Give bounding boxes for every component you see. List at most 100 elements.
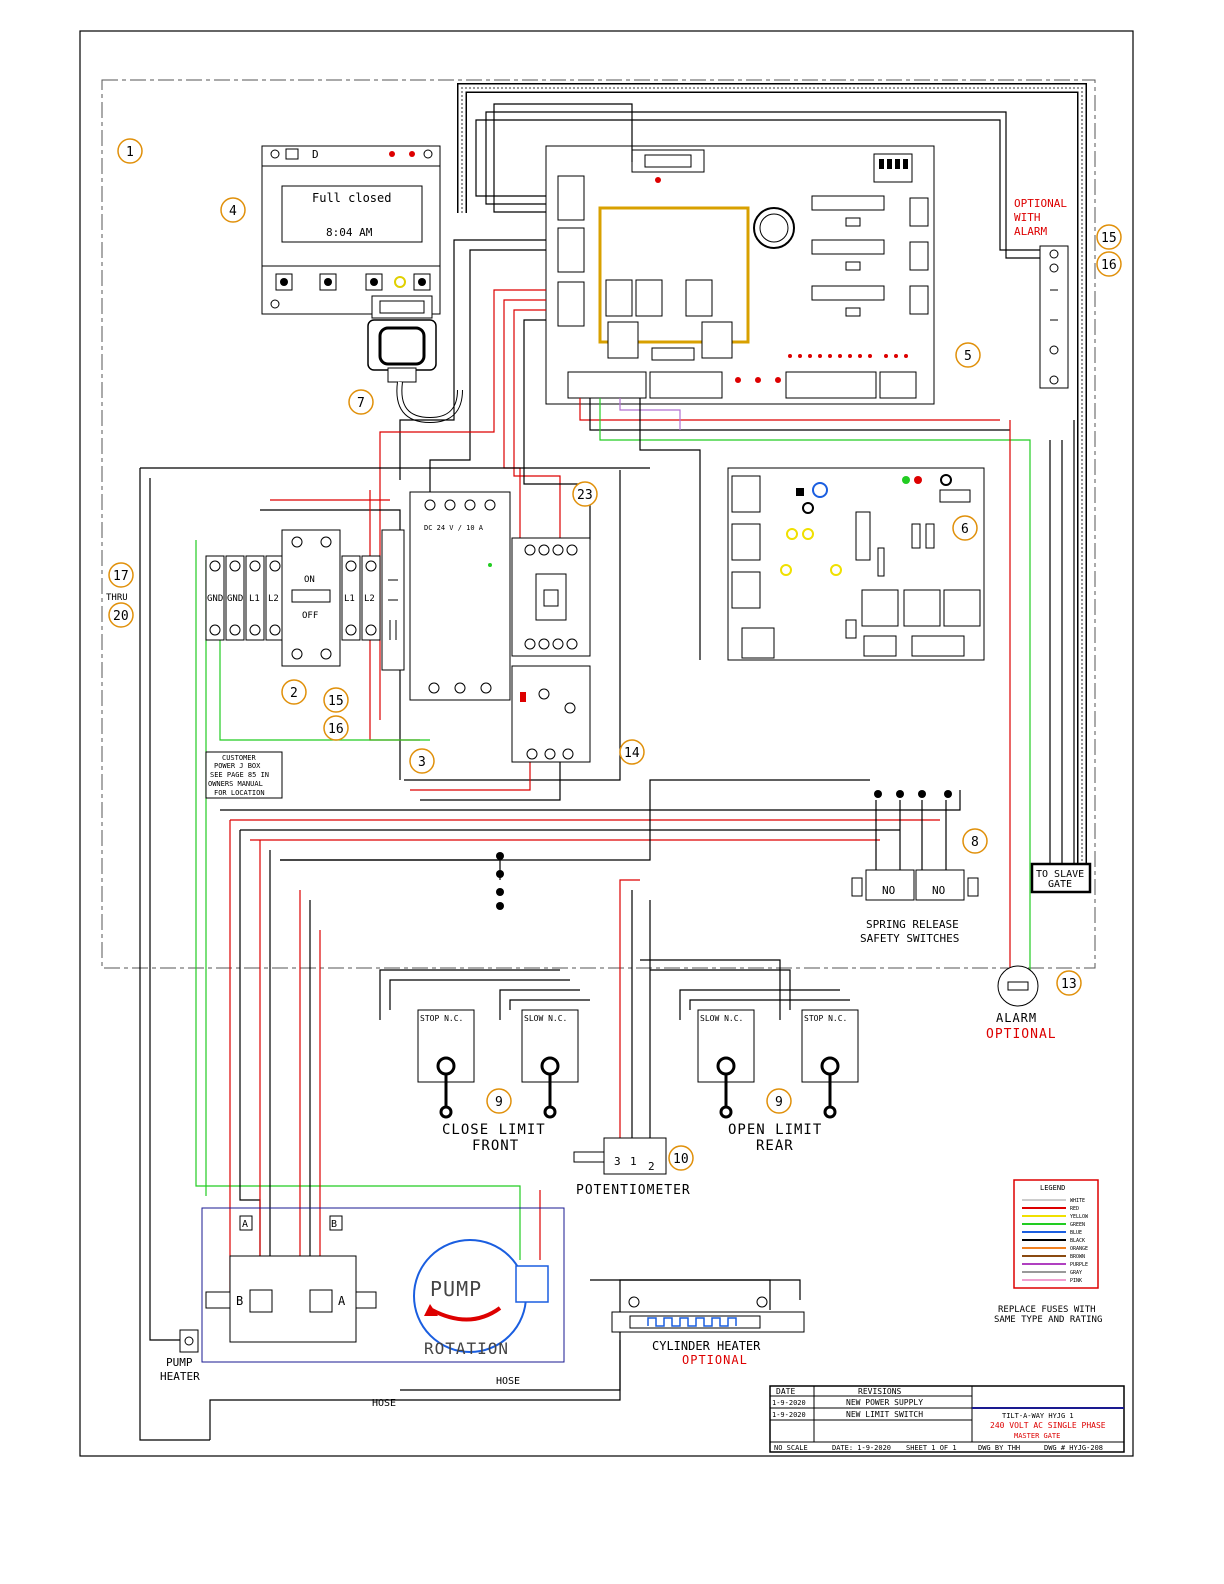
callout-23: 23 bbox=[572, 481, 598, 507]
callout-14: 14 bbox=[619, 739, 645, 765]
callout-6: 6 bbox=[952, 515, 978, 541]
close-limit-switches: STOP N.C. SLOW N.C. CLOSE LIMIT FRONT bbox=[417, 1009, 579, 1154]
callout-10: 10 bbox=[668, 1145, 694, 1171]
pump-label: PUMP bbox=[430, 1277, 482, 1301]
terminal-label-l2: L2 bbox=[268, 594, 279, 604]
open-limit-line1: OPEN LIMIT bbox=[728, 1122, 822, 1138]
alarm-siren: ALARM OPTIONAL bbox=[986, 965, 1056, 1042]
open-limit-switches: SLOW N.C. STOP N.C. OPEN LIMIT REAR bbox=[697, 1009, 859, 1154]
tb-rev2-text: NEW LIMIT SWITCH bbox=[846, 1410, 923, 1419]
tb-drawn-by: DWG BY THH bbox=[978, 1444, 1020, 1452]
pump-assembly: A B B A PUMP ROTATION PUMP HEATER HOSE H… bbox=[160, 1207, 565, 1409]
enclosure-outline bbox=[101, 79, 1096, 969]
callout-1: 1 bbox=[117, 138, 143, 164]
overload-relay[interactable] bbox=[511, 665, 591, 763]
svg-text:17: 17 bbox=[113, 569, 129, 584]
svg-text:8: 8 bbox=[971, 835, 979, 850]
legend-title: LEGEND bbox=[1040, 1184, 1065, 1192]
rotation-label: ROTATION bbox=[424, 1339, 509, 1358]
hose-label-1: HOSE bbox=[496, 1376, 520, 1387]
lcd-status-text: Full closed bbox=[312, 191, 391, 205]
svg-text:16: 16 bbox=[328, 722, 344, 737]
close-limit-line2: FRONT bbox=[472, 1138, 519, 1154]
svg-text:13: 13 bbox=[1061, 977, 1077, 992]
wire-color-legend: LEGEND WHITE RED YELLOW GREEN BLUE BLACK ORANG… bbox=[1013, 1179, 1099, 1289]
cylinder-heater-optional: OPTIONAL bbox=[682, 1353, 748, 1367]
open-stop-label: STOP N.C. bbox=[804, 1014, 847, 1023]
alarm-fuse-holder bbox=[1039, 245, 1069, 389]
controller-buttons[interactable] bbox=[275, 273, 431, 291]
pot-pin-1: 1 bbox=[630, 1155, 637, 1168]
db9-cable-connector bbox=[367, 295, 463, 424]
svg-text:16: 16 bbox=[1101, 258, 1117, 273]
junction-dots bbox=[496, 790, 952, 910]
svg-text:6: 6 bbox=[961, 522, 969, 537]
lcd-screen bbox=[281, 185, 423, 243]
replace-fuses-line1: REPLACE FUSES WITH bbox=[998, 1305, 1096, 1315]
potentiometer: 3 1 2 POTENTIOMETER bbox=[573, 1137, 690, 1198]
legend-label-brown: BROWN bbox=[1070, 1254, 1085, 1260]
spring-release-switches: NO NO SPRING RELEASE SAFETY SWITCHES bbox=[851, 869, 979, 945]
terminal-label-l2b: L2 bbox=[364, 594, 375, 604]
pump-heater-line2: HEATER bbox=[160, 1370, 200, 1383]
close-stop-label: STOP N.C. bbox=[420, 1014, 463, 1023]
cylinder-heater: CYLINDER HEATER OPTIONAL bbox=[611, 1296, 805, 1367]
svg-text:4: 4 bbox=[229, 204, 237, 219]
terminal-label-gnd2: GND bbox=[227, 594, 243, 604]
legend-label-blue: BLUE bbox=[1070, 1230, 1082, 1236]
callout-9a: 9 bbox=[486, 1088, 512, 1114]
callout-15: 15 bbox=[323, 687, 349, 713]
tb-rev2-date: 1-9-2020 bbox=[772, 1411, 806, 1419]
to-slave-gate-box: TO SLAVE GATE bbox=[1030, 862, 1092, 894]
legend-label-white: WHITE bbox=[1070, 1198, 1085, 1204]
terminal-label-l1: L1 bbox=[249, 594, 260, 604]
motor-contactor bbox=[511, 537, 591, 657]
sheet-border bbox=[79, 30, 1134, 1457]
svg-text:3: 3 bbox=[418, 755, 426, 770]
callout-7: 7 bbox=[348, 389, 374, 415]
svg-text:7: 7 bbox=[357, 396, 365, 411]
replace-fuses-line2: SAME TYPE AND RATING bbox=[994, 1315, 1102, 1325]
valve-port-b-top: B bbox=[331, 1219, 337, 1230]
callout-5: 5 bbox=[955, 342, 981, 368]
legend-label-red: RED bbox=[1070, 1206, 1079, 1212]
legend-label-green: GREEN bbox=[1070, 1222, 1085, 1228]
svg-text:23: 23 bbox=[577, 488, 593, 503]
thru-label: THRU bbox=[106, 593, 128, 603]
main-control-board bbox=[545, 145, 935, 405]
open-slow-label: SLOW N.C. bbox=[700, 1014, 743, 1023]
cylinder-heater-label: CYLINDER HEATER bbox=[652, 1339, 761, 1353]
tb-dwg-no: DWG # HYJG-208 bbox=[1044, 1444, 1103, 1452]
panel-letter: D bbox=[312, 148, 319, 161]
callout-8: 8 bbox=[962, 828, 988, 854]
pump-heater-line1: PUMP bbox=[166, 1356, 193, 1369]
legend-label-gray: GRAY bbox=[1070, 1270, 1082, 1276]
optional-with-alarm-line3: ALARM bbox=[1014, 225, 1047, 238]
tb-date-header: DATE bbox=[776, 1387, 795, 1396]
main-breaker[interactable]: ON OFF bbox=[281, 529, 341, 667]
processor-module bbox=[598, 206, 750, 344]
tb-date: DATE: 1-9-2020 bbox=[832, 1444, 891, 1452]
legend-label-black: BLACK bbox=[1070, 1238, 1085, 1244]
limit-control-board bbox=[727, 467, 985, 661]
svg-text:14: 14 bbox=[624, 746, 640, 761]
customer-box-line1: CUSTOMER bbox=[222, 754, 257, 762]
svg-text:9: 9 bbox=[775, 1095, 783, 1110]
legend-label-orange: ORANGE bbox=[1070, 1246, 1088, 1252]
svg-text:10: 10 bbox=[673, 1152, 689, 1167]
lcd-time-text: 8:04 AM bbox=[326, 226, 373, 239]
breaker-on-label: ON bbox=[304, 575, 315, 585]
breaker-off-label: OFF bbox=[302, 611, 318, 621]
svg-text:1: 1 bbox=[126, 145, 134, 160]
switch-no-left: NO bbox=[882, 884, 895, 897]
legend-label-yellow: YELLOW bbox=[1070, 1214, 1089, 1220]
tb-sheet: SHEET 1 OF 1 bbox=[906, 1444, 957, 1452]
to-slave-gate-line2: GATE bbox=[1048, 879, 1072, 890]
switch-no-right: NO bbox=[932, 884, 945, 897]
pot-pin-3: 3 bbox=[614, 1155, 621, 1168]
callout-15-top: 15 bbox=[1096, 224, 1122, 250]
terminal-label-gnd1: GND bbox=[207, 594, 223, 604]
customer-box-line2: POWER J BOX bbox=[214, 762, 261, 770]
alarm-label: ALARM bbox=[996, 1011, 1037, 1025]
